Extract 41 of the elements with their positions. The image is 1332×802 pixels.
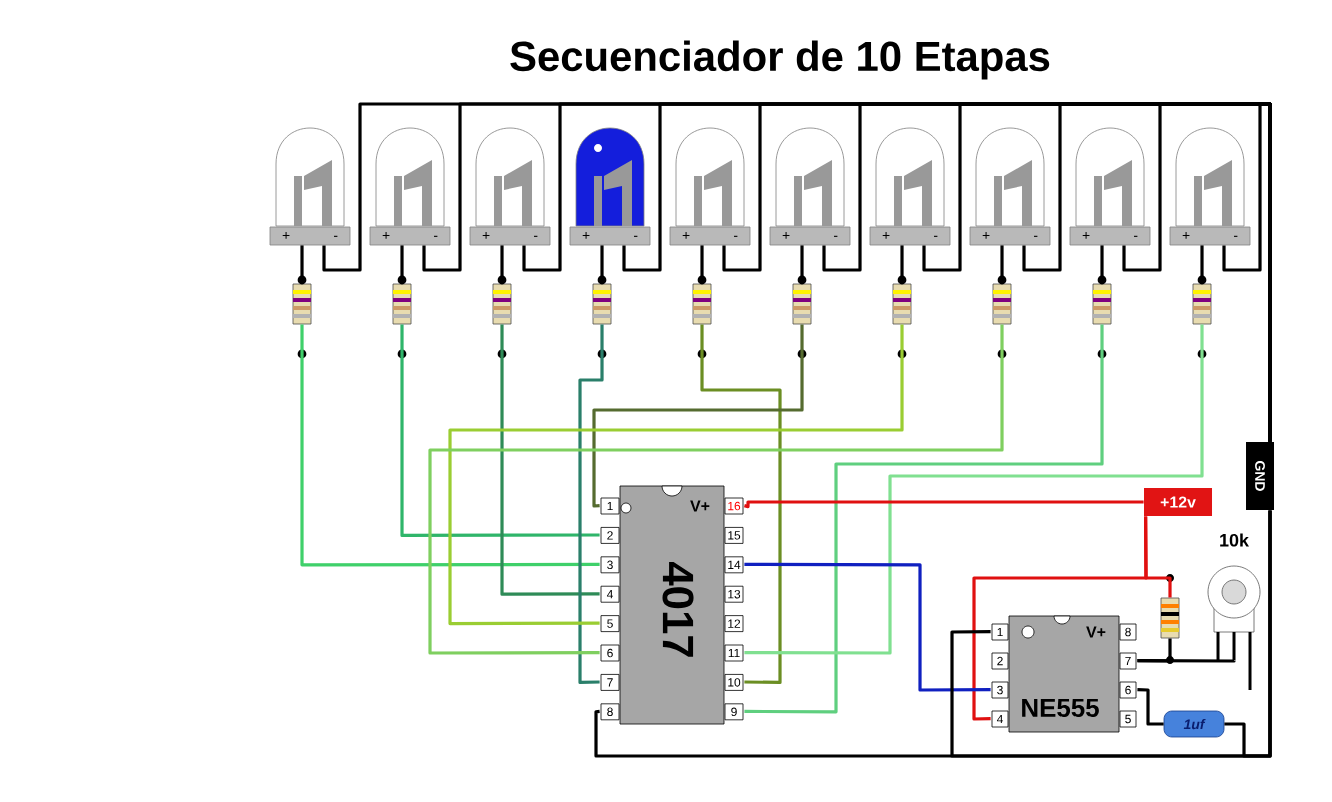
potentiometer <box>1207 565 1261 692</box>
ground-wire <box>1224 510 1272 758</box>
wire <box>744 324 1104 714</box>
ground-wire <box>1222 102 1272 442</box>
resistor <box>1092 275 1112 359</box>
wire <box>400 245 404 284</box>
resistor <box>592 275 612 359</box>
wire <box>500 245 504 284</box>
wire <box>744 500 1144 509</box>
resistor <box>492 275 512 359</box>
wire <box>400 324 600 537</box>
wire <box>900 245 904 284</box>
resistor <box>1160 574 1180 664</box>
wire <box>428 324 1004 655</box>
wire <box>1000 245 1004 284</box>
wire <box>578 324 604 684</box>
resistor <box>392 275 412 359</box>
wire <box>300 324 600 567</box>
wire <box>1200 245 1204 284</box>
resistor <box>1192 275 1212 359</box>
wire <box>448 324 904 626</box>
wire <box>700 324 782 684</box>
wire <box>1144 516 1172 598</box>
resistor <box>292 275 312 359</box>
wire <box>592 324 804 508</box>
resistor <box>792 275 812 359</box>
wire <box>600 245 604 284</box>
wire <box>1137 658 1236 663</box>
resistor <box>992 275 1012 359</box>
wire <box>1100 245 1104 284</box>
wire <box>500 324 600 596</box>
value-label: 10k <box>1220 533 1249 547</box>
wire <box>744 562 991 692</box>
wire <box>744 324 1204 655</box>
resistor <box>692 275 712 359</box>
wire <box>1137 688 1164 726</box>
wire <box>800 245 804 284</box>
wire <box>700 245 704 284</box>
title: Secuenciador de 10 Etapas <box>510 40 1050 80</box>
wire <box>300 245 304 284</box>
resistor <box>892 275 912 359</box>
